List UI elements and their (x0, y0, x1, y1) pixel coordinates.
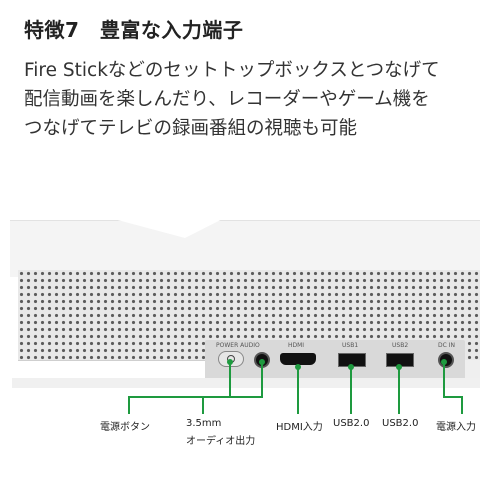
callout-line-dcin-h (443, 396, 463, 398)
port-label-hdmi: HDMI (288, 342, 305, 349)
callout-line-power-h (128, 396, 231, 398)
device-top-cover (10, 220, 480, 277)
port-label-usb1: USB1 (342, 342, 359, 349)
port-label-dcin: DC IN (438, 342, 455, 349)
projector-device-photo: POWER AUDIO HDMI USB1 USB2 DC IN (0, 200, 500, 415)
callout-line-power-v (128, 396, 130, 414)
port-panel (205, 340, 465, 380)
description-line: Fire Stickなどのセットトップボックスとつなげて (24, 60, 440, 81)
callout-line-power (229, 362, 231, 398)
port-label-power-audio: POWER AUDIO (216, 342, 260, 349)
callout-line-usb2 (398, 367, 400, 414)
callout-line-usb1 (350, 367, 352, 414)
callout-usb1: USB2.0 (333, 418, 370, 429)
callout-power-input: 電源入力 (436, 422, 476, 433)
callout-line-audio-h (202, 396, 263, 398)
callout-line-audio-v (202, 396, 204, 414)
callout-audio-line1: 3.5mm (186, 418, 222, 429)
port-label-usb2: USB2 (392, 342, 409, 349)
callout-line-dcin (443, 362, 445, 398)
description-line: 配信動画を楽しんだり、レコーダーやゲーム機を (24, 89, 430, 110)
callout-line-dcin-v (461, 396, 463, 414)
feature-description: Fire Stickなどのセットトップボックスとつなげて 配信動画を楽しんだり、… (24, 56, 484, 143)
callout-power-button: 電源ボタン (100, 422, 150, 433)
callout-hdmi-input: HDMI入力 (276, 422, 323, 433)
callout-line-hdmi (297, 367, 299, 414)
callout-line-audio (261, 362, 263, 398)
device-top-notch (110, 200, 260, 238)
callout-audio-line2: オーディオ出力 (186, 436, 256, 447)
description-line: つなげてテレビの録画番組の視聴も可能 (24, 118, 358, 139)
hdmi-port-icon (280, 353, 316, 365)
feature-title: 特徴7 豊富な入力端子 (24, 18, 244, 42)
device-base (12, 378, 480, 388)
callout-usb2: USB2.0 (382, 418, 419, 429)
